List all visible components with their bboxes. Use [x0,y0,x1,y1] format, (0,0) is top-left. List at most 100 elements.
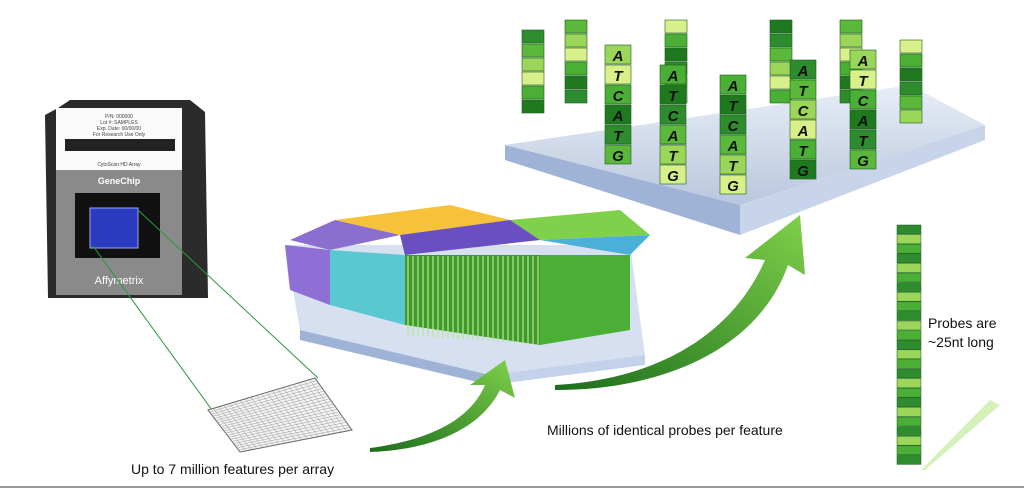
probe-length-line1: Probes are [928,315,997,331]
probe-block [521,85,545,100]
chip-pn: P/N: 000000 [105,114,133,120]
nucleotide-segment [896,224,922,235]
nucleotide-letter: A [612,48,624,65]
chip-exp: Exp. Date: 00/00/00 [97,126,141,132]
probe-block [659,64,687,85]
probe-block [839,19,863,34]
arrow-block-to-probes [555,215,805,390]
probe-block [769,19,793,34]
feature-block [285,205,650,385]
nucleotide-segment [896,349,922,360]
probe-block [664,33,688,48]
probe-block [659,84,687,105]
genechip-cartridge: P/N: 000000 Lot #: SAMPLES Exp. Date: 00… [45,100,208,298]
probe-block [769,89,793,104]
probe-block [564,75,588,90]
nucleotide-segment [896,330,922,340]
nucleotide-segment [896,243,922,254]
nucleotide-segment [896,445,922,456]
probe-block [899,95,923,110]
probe-block [899,53,923,68]
probe-block [521,99,545,114]
probe-block [769,33,793,48]
probe-block [521,57,545,72]
nucleotide-letter: G [797,163,809,180]
probe-block [899,67,923,82]
probe-block [839,33,863,48]
chip-lot: Lot #: SAMPLES [100,120,138,126]
nucleotide-segment [896,253,922,264]
probe-block [521,43,545,58]
probe-block [789,139,817,160]
probe-block [789,59,817,80]
single-probe-strand [896,224,1000,470]
probe-block [719,74,747,95]
probe-block [659,164,687,185]
nucleotide-segment [896,282,922,292]
probe-block [564,47,588,62]
probe-block [604,104,632,125]
arrow-grid-to-block [370,360,515,452]
array-window [89,207,139,249]
nucleotide-letter: T [798,143,809,160]
nucleotide-segment [896,378,922,388]
nucleotide-segment [896,387,922,398]
probe-length-label: Probes are ~25nt long [928,314,996,352]
probe-block [849,69,877,90]
nucleotide-letter: T [858,73,869,90]
nucleotide-letter: A [797,123,809,140]
chip-product: CytoScan HD Array [97,162,141,168]
nucleotide-letter: C [613,88,625,105]
nucleotide-letter: T [613,128,624,145]
probe-block [899,81,923,96]
probe-block [604,64,632,85]
nucleotide-segment [896,359,922,369]
barcode [65,139,175,151]
nucleotide-segment [896,301,922,312]
chip-ruo: For Research Use Only [93,132,146,138]
probe-block [789,99,817,120]
probe-block [719,94,747,115]
chip-brand: GeneChip [98,176,141,186]
probe-block [664,19,688,34]
nucleotide-letter: A [727,138,739,155]
probe-block [604,144,632,165]
nucleotide-letter: A [667,68,679,85]
nucleotide-letter: A [857,53,869,70]
nucleotide-segment [896,416,922,427]
probes-per-feature-label: Millions of identical probes per feature [547,422,783,438]
probe-block [521,71,545,86]
probe-block [849,89,877,110]
probe-block [899,109,923,124]
nucleotide-segment [896,311,922,321]
nucleotide-segment [896,272,922,283]
nucleotide-letter: G [857,153,869,170]
probe-block [719,174,747,195]
probe-block [664,47,688,62]
probe-length-line2: ~25nt long [928,334,994,350]
probe-block [899,39,923,54]
features-per-array-label: Up to 7 million features per array [131,461,335,477]
nucleotide-segment [896,426,922,436]
probe-block [769,61,793,76]
nucleotide-letter: G [612,148,624,165]
probe-block [564,33,588,48]
nucleotide-letter: G [667,168,679,185]
nucleotide-letter: T [858,133,869,150]
nucleotide-segment [896,435,922,446]
nucleotide-letter: T [728,98,739,115]
probe-block [849,109,877,130]
nucleotide-letter: C [858,93,870,110]
nucleotide-segment [896,263,922,273]
nucleotide-letter: T [668,148,679,165]
probe-block [659,104,687,125]
nucleotide-letter: C [798,103,810,120]
probe-block [604,84,632,105]
nucleotide-letter: A [797,63,809,80]
probe-block [769,47,793,62]
probe-block [719,154,747,175]
probe-block [659,144,687,165]
probe-block [659,124,687,145]
